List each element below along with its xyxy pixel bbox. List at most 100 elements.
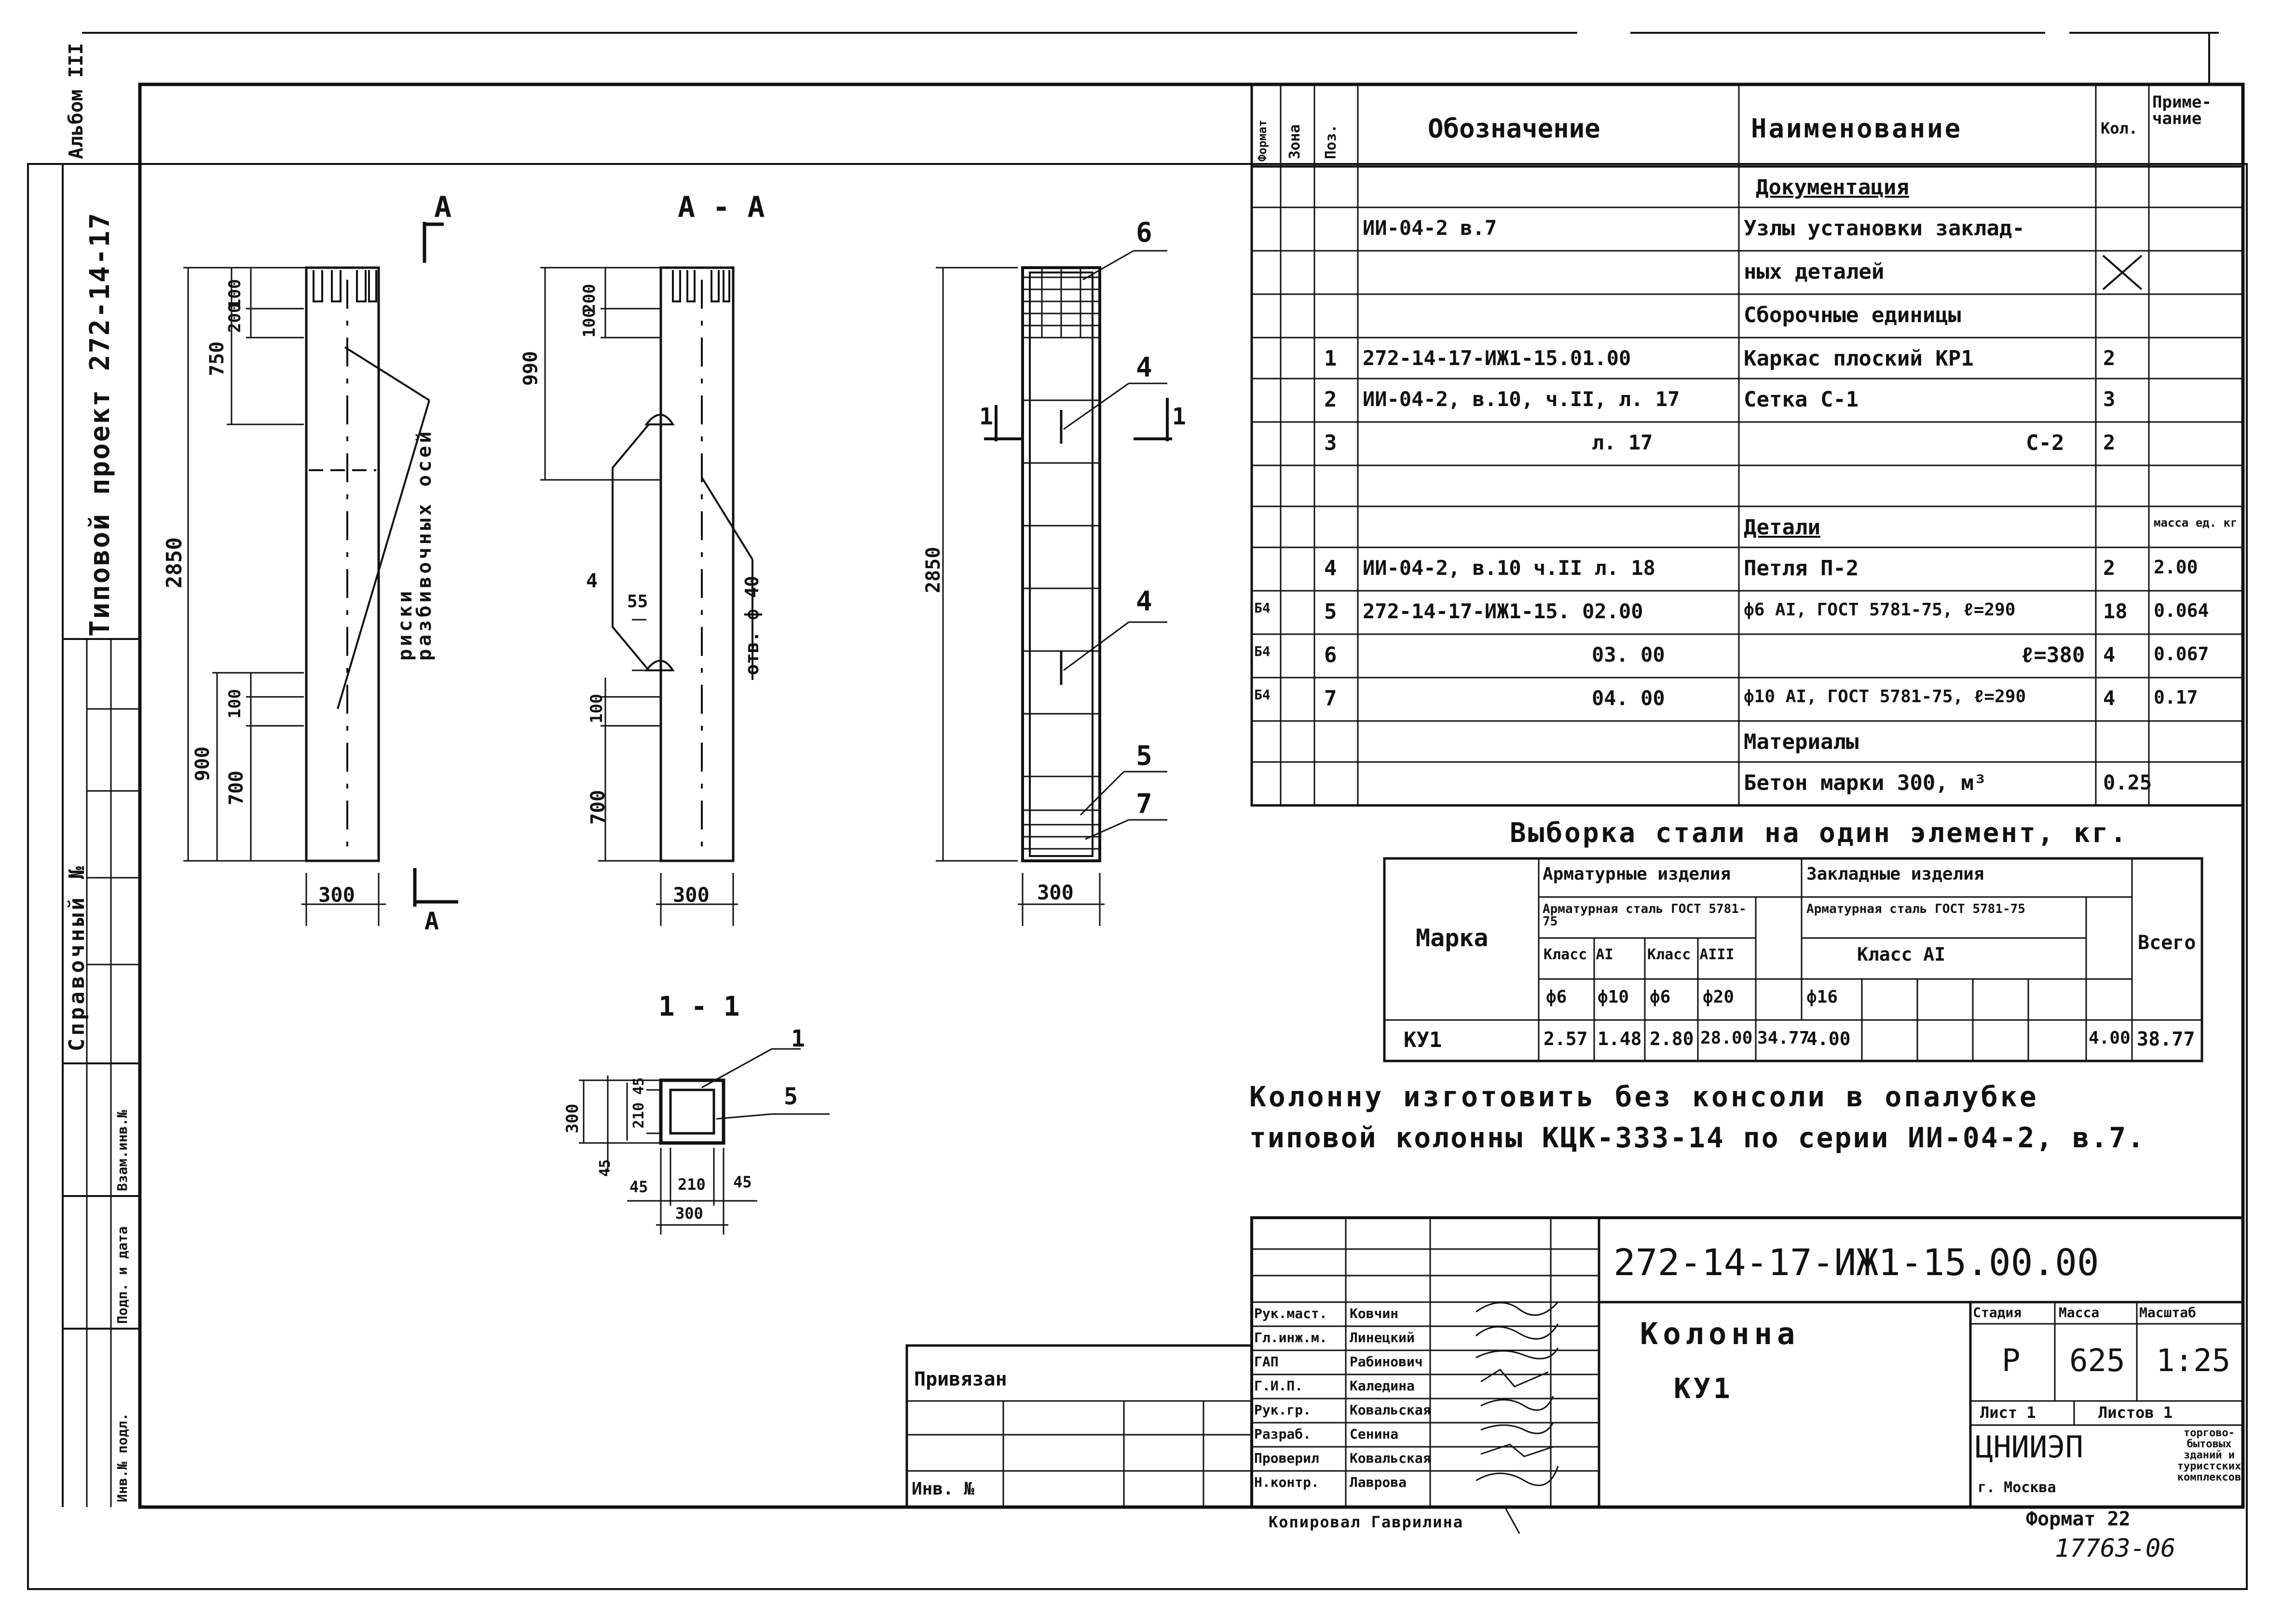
steel-d2: ф10 — [1598, 987, 1629, 1007]
spec-row-13-pos: 7 — [1324, 686, 1337, 711]
note-line-1: Колонну изготовить без консоли в опалубк… — [1249, 1080, 2039, 1113]
spec-row-7-pos: 3 — [1324, 431, 1337, 455]
stage-value: Р — [2002, 1343, 2021, 1379]
spec-h-name: Наименование — [1751, 113, 1963, 144]
mass-header: Масса — [2059, 1305, 2100, 1320]
s11-b45b: 45 — [733, 1173, 752, 1191]
spec-row-11-designation: 272-14-17-ИЖ1-15. 02.00 — [1363, 599, 1643, 623]
privyazan-label: Привязан — [914, 1368, 1007, 1390]
stage-header: Стадия — [1973, 1305, 2022, 1320]
view-a-mark-top: A — [434, 190, 452, 224]
sheets-label: Листов 1 — [2098, 1403, 2173, 1422]
spec-row-13-designation: 04. 00 — [1592, 686, 1665, 710]
signer-name: Ковальская — [1350, 1402, 1431, 1418]
spec-row-6-qty: 3 — [2103, 387, 2116, 411]
spec-row-13-note: 0.17 — [2154, 687, 2198, 708]
signer-name: Сенина — [1350, 1426, 1399, 1442]
v2-dim-55: 55 — [627, 592, 648, 612]
scale-header: Масштаб — [2139, 1305, 2197, 1320]
steel-embed: Закладные изделия — [1806, 864, 1984, 884]
spec-row-5-pos: 1 — [1324, 346, 1337, 371]
signer-name: Рабинович — [1350, 1354, 1423, 1370]
spec-row-11-qty: 18 — [2103, 599, 2128, 623]
spec-row-15-name: Бетон марки 300, м³ — [1744, 771, 1987, 795]
cut-mark-right: 1 — [1172, 403, 1186, 430]
org-city: г. Москва — [1978, 1479, 2056, 1496]
s11-callout-1: 1 — [791, 1025, 805, 1052]
spec-row-6-name: Сетка С-1 — [1744, 387, 1859, 412]
spec-row-7-name: С-2 — [2026, 431, 2064, 455]
steel-v4: 28.00 — [1700, 1028, 1753, 1048]
steel-v3: 2.80 — [1650, 1028, 1694, 1049]
steel-total-h: Всего — [2138, 932, 2196, 954]
spec-row-2-name: Узлы установки заклад- — [1744, 216, 2025, 241]
spec-row-12-note: 0.067 — [2154, 643, 2209, 665]
signer-role: ГАП — [1254, 1354, 1279, 1370]
spec-row-2-designation: ИИ-04-2 в.7 — [1363, 216, 1497, 240]
v2-dim-700: 700 — [587, 789, 609, 825]
spec-row-9-note: масса ед. кг — [2154, 516, 2238, 530]
spec-row-11-name: ф6 AI, ГОСТ 5781-75, ℓ=290 — [1744, 600, 2016, 620]
spec-row-12-qty: 4 — [2103, 643, 2116, 666]
spec-row-10-designation: ИИ-04-2, в.10 ч.II л. 18 — [1363, 556, 1655, 580]
spec-row-6-pos: 2 — [1324, 387, 1337, 412]
archive-number: 17763-06 — [2055, 1534, 2176, 1563]
callout-4a: 4 — [1136, 352, 1152, 383]
v3-width: 300 — [1037, 881, 1074, 904]
spec-row-10-note: 2.00 — [2154, 557, 2198, 578]
signer-role: Разраб. — [1254, 1426, 1312, 1442]
v2-dim-200: 200 — [580, 284, 599, 313]
v1-dim-total: 2850 — [162, 537, 187, 588]
v1-dim-900: 900 — [191, 746, 214, 781]
spec-h-pos: Поз. — [1323, 124, 1339, 159]
album-label: Альбом III — [65, 43, 87, 159]
sheet-label: Лист 1 — [1980, 1403, 2036, 1422]
callout-4b: 4 — [1136, 586, 1152, 617]
section-11-title: 1 - 1 — [658, 991, 740, 1022]
steel-v2: 1.48 — [1598, 1028, 1642, 1049]
spec-h-format: Формат — [1256, 120, 1269, 162]
spec-row-6-designation: ИИ-04-2, в.10, ч.II, л. 17 — [1363, 387, 1680, 411]
spec-row-11-format: Б4 — [1254, 600, 1271, 616]
s11-d45a: 45 — [630, 1077, 647, 1095]
spec-row-11-pos: 5 — [1324, 599, 1337, 624]
spec-row-9-name: Детали — [1744, 515, 1820, 540]
steel-title: Выборка стали на один элемент, кг. — [1510, 817, 2129, 849]
spec-row-14-name: Материалы — [1744, 730, 1859, 754]
signer-name: Ковчин — [1350, 1305, 1399, 1321]
spec-row-10-pos: 4 — [1324, 556, 1337, 581]
spec-row-13-qty: 4 — [2103, 686, 2116, 710]
s11-b45a: 45 — [629, 1178, 648, 1196]
v2-dim-100b: 100 — [587, 693, 606, 723]
spec-row-5-name: Каркас плоский КР1 — [1744, 346, 1974, 371]
steel-sub1: 34.77 — [1757, 1028, 1810, 1048]
org-name: ЦНИИЭП — [1975, 1429, 2083, 1465]
s11-d210: 210 — [630, 1102, 647, 1129]
v2-dim-990: 990 — [519, 351, 542, 386]
steel-sub2: 4.00 — [2089, 1028, 2131, 1048]
spec-h-designation: Обозначение — [1428, 113, 1600, 144]
v1-dim-700: 700 — [225, 770, 247, 805]
view-a-mark-bottom: A — [424, 907, 439, 935]
signer-name: Линецкий — [1350, 1330, 1415, 1346]
signer-role: Рук.гр. — [1254, 1402, 1312, 1418]
steel-total: 38.77 — [2137, 1028, 2195, 1050]
callout-6: 6 — [1136, 217, 1152, 248]
signer-role: Рук.маст. — [1254, 1305, 1327, 1321]
signer-name: Ковальская — [1350, 1450, 1431, 1466]
signer-name: Лаврова — [1350, 1474, 1407, 1490]
vzam-inv-label: Взам.инв.№ — [114, 1110, 130, 1191]
v2-dim-4: 4 — [586, 570, 598, 592]
s11-b300: 300 — [675, 1204, 703, 1223]
signature-date-label: Подп. и дата — [114, 1226, 130, 1324]
v1-dim-750: 750 — [206, 341, 228, 376]
spec-h-qty: Кол. — [2101, 119, 2138, 137]
callout-5: 5 — [1136, 740, 1152, 772]
signer-name: Каледина — [1350, 1378, 1415, 1394]
v1-dim-100b: 100 — [225, 689, 245, 719]
signer-role: Н.контр. — [1254, 1474, 1319, 1490]
inv-orig-label: Инв.№ подл. — [114, 1413, 130, 1502]
signer-role: Г.И.П. — [1254, 1378, 1303, 1394]
s11-callout-5: 5 — [784, 1083, 798, 1110]
